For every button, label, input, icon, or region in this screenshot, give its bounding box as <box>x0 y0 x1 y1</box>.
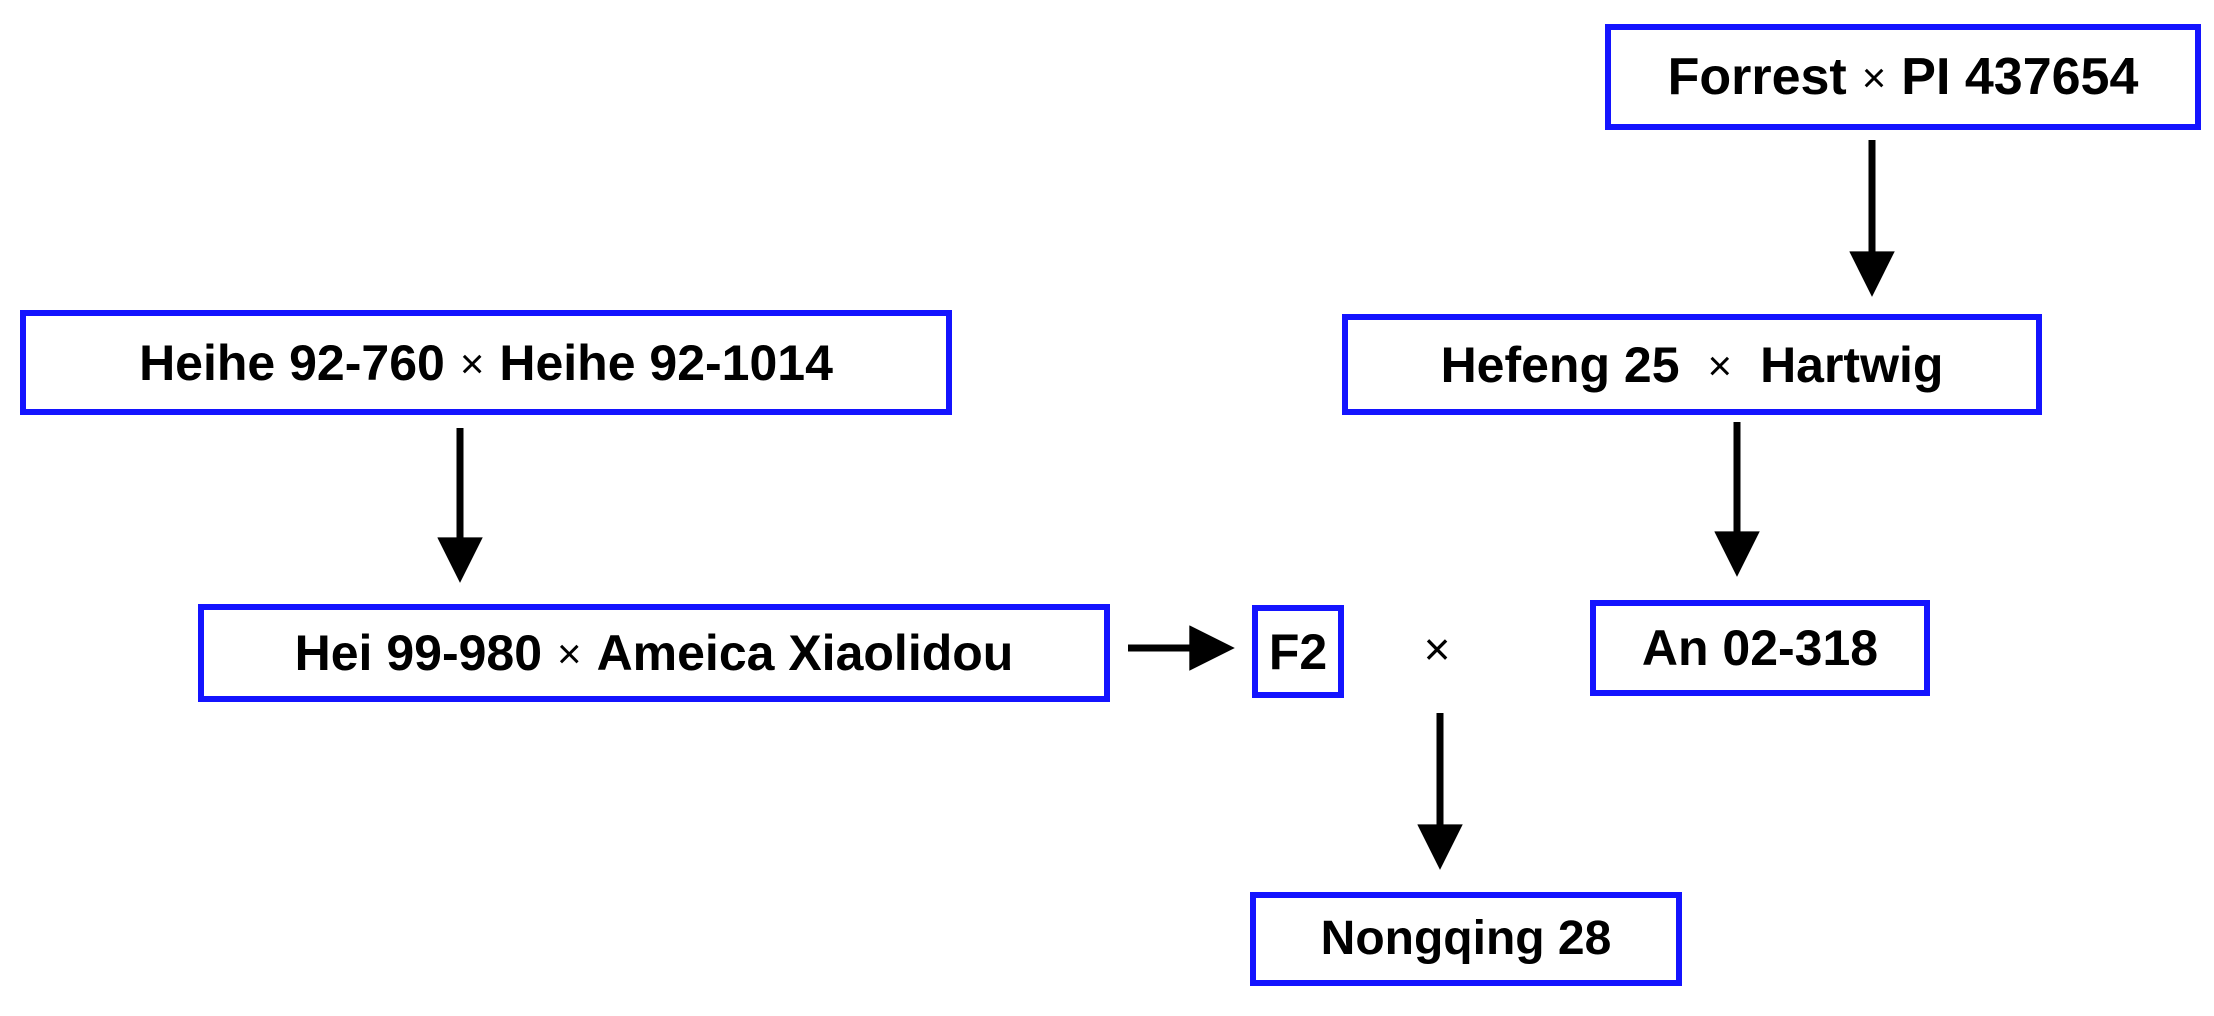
cross-operator-symbol: × <box>1423 623 1451 675</box>
node-an-02-318: An 02-318 <box>1590 600 1930 696</box>
node-label: An 02-318 <box>1641 620 1879 676</box>
parent-left-label: Hei 99-980 <box>294 625 543 681</box>
node-heihe-cross: Heihe 92-760 × Heihe 92-1014 <box>20 310 952 415</box>
node-nongqing-28: Nongqing 28 <box>1250 892 1682 986</box>
cross-symbol: × <box>557 630 582 677</box>
node-forrest-cross: Forrest × PI 437654 <box>1605 24 2201 130</box>
parent-right-label: Hartwig <box>1760 336 1944 393</box>
parent-left-label: Heihe 92-760 <box>139 334 445 391</box>
parent-right-label: Heihe 92-1014 <box>499 334 833 391</box>
parent-left-label: Hefeng 25 <box>1440 336 1680 393</box>
parent-left-label: Forrest <box>1667 48 1847 106</box>
parent-right-label: Ameica Xiaolidou <box>596 625 1014 681</box>
node-label: F2 <box>1268 623 1328 680</box>
cross-symbol: × <box>1861 54 1887 101</box>
node-hei-cross: Hei 99-980 × Ameica Xiaolidou <box>198 604 1110 702</box>
node-label: Nongqing 28 <box>1320 912 1612 965</box>
cross-symbol: × <box>459 339 485 387</box>
node-f2: F2 <box>1252 605 1344 698</box>
node-hefeng-cross: Hefeng 25 × Hartwig <box>1342 314 2042 415</box>
cross-symbol: × <box>1707 341 1733 389</box>
parent-right-label: PI 437654 <box>1901 48 2139 106</box>
